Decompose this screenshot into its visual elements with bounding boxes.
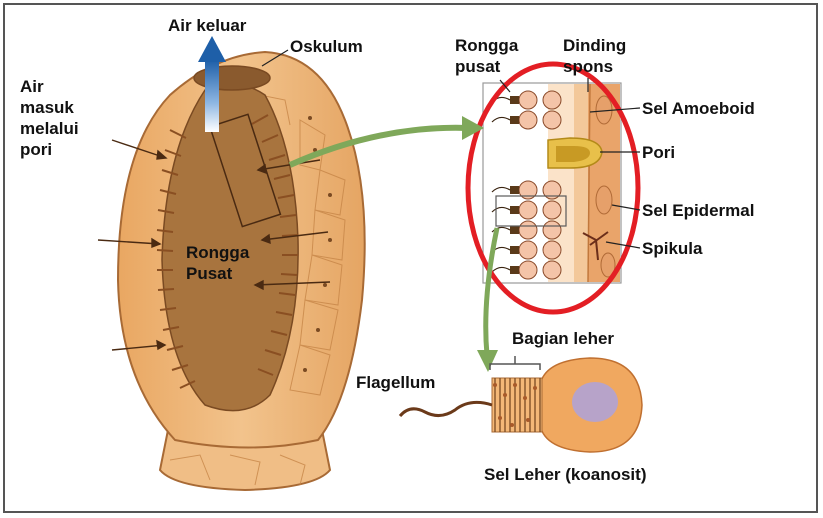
highlight-ring	[465, 61, 641, 315]
label-rongga-pusat-top-line1: Rongga	[455, 36, 519, 55]
label-dinding-spons-line2: spons	[563, 57, 614, 76]
spicule	[582, 231, 609, 261]
water-in-arrows	[97, 139, 331, 351]
label-sel-amoeboid: Sel Amoeboid	[642, 99, 755, 118]
label-flagellum: Flagellum	[356, 373, 436, 392]
label-sel-leher: Sel Leher (koanosit)	[484, 465, 647, 484]
label-bagian-leher: Bagian leher	[512, 329, 615, 348]
wall-detail-panel	[482, 82, 622, 284]
choanocyte-cell	[398, 356, 643, 453]
label-oskulum: Oskulum	[290, 37, 363, 56]
blue-up-arrow-icon	[198, 36, 226, 132]
collar-bracket	[489, 363, 541, 370]
epidermis-dots	[303, 116, 332, 372]
label-air-keluar: Air keluar	[168, 16, 247, 35]
flagellum	[398, 400, 493, 418]
label-air-masuk-line2: masuk	[20, 98, 74, 117]
label-sel-epidermal: Sel Epidermal	[642, 201, 755, 220]
label-air-masuk-line1: Air	[20, 77, 44, 96]
label-dinding-spons-line1: Dinding	[563, 36, 627, 55]
label-rongga-pusat-top-line2: pusat	[455, 57, 501, 76]
label-spikula: Spikula	[642, 239, 703, 258]
choanocyte-selection-box	[495, 195, 567, 227]
label-air-masuk-line3: melalui	[20, 119, 79, 138]
choanocyte-fringe-left	[156, 129, 196, 389]
label-air-masuk-line4: pori	[20, 140, 53, 159]
label-pori: Pori	[642, 143, 676, 162]
choanocyte-column	[491, 90, 567, 280]
green-curved-arrow-icon	[288, 116, 484, 168]
label-rongga-pusat-body-line2: Pusat	[186, 264, 233, 283]
sponge-body	[116, 50, 366, 492]
label-rongga-pusat-body-line1: Rongga	[186, 243, 250, 262]
epidermis-texture	[169, 94, 346, 486]
green-down-arrow-icon	[477, 227, 500, 372]
choanocyte-fringe-right	[251, 114, 299, 376]
zoom-selection-box	[208, 113, 282, 228]
choanocyte-nucleus	[572, 382, 618, 422]
